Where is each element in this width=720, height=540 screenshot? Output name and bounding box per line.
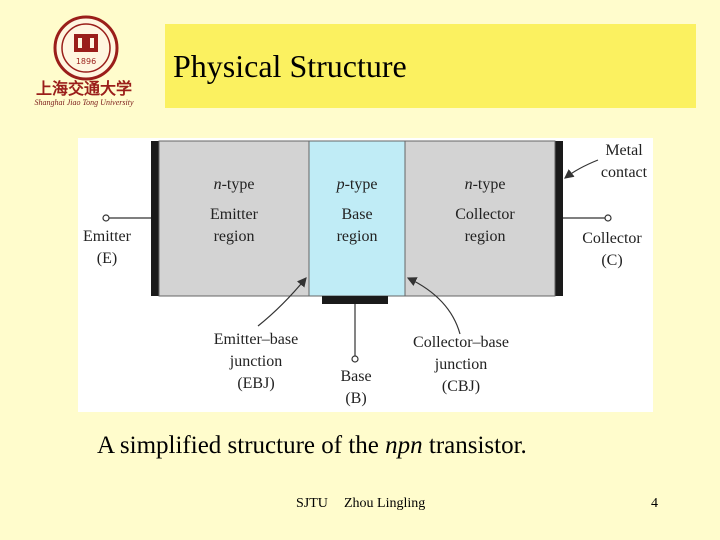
collector-region-block [404,140,556,297]
transistor-diagram: n-type Emitter region p-type Base region… [78,138,653,412]
base-region-label: p-type Base region [336,176,378,245]
page-title: Physical Structure [173,48,407,84]
collector-terminal [604,214,612,222]
ebj-label: Emitter–base junction (EBJ) [213,331,299,392]
collector-terminal-label: Collector (C) [582,230,642,269]
collector-region-label: n-type Collector region [455,176,515,245]
cbj-label: Collector–base junction (CBJ) [413,334,509,395]
svg-text:1896: 1896 [76,57,96,66]
page-number: 4 [651,496,658,511]
logo-caption: Shanghai Jiao Tong University [34,98,134,107]
base-terminal-label: Base (B) [340,368,372,407]
emitter-region-block [158,140,310,297]
title-bar: Physical Structure [165,24,696,108]
emitter-metal-contact [151,141,159,296]
emitter-terminal-label: Emitter (E) [83,228,131,267]
base-metal-contact [322,296,388,304]
footer-org: SJTU [296,496,328,511]
university-logo: 1896 上海交通大学 Shanghai Jiao Tong Universit… [14,14,154,120]
footer-author: Zhou Lingling [344,496,426,511]
svg-text:上海交通大学: 上海交通大学 [36,79,132,98]
university-seal-icon: 1896 上海交通大学 [36,15,132,98]
emitter-terminal [102,214,110,222]
collector-metal-contact [555,141,563,296]
metal-contact-arrow [564,159,599,179]
base-terminal [351,355,359,363]
ebj-arrow [257,277,307,327]
diagram-graphics [102,140,612,363]
figure-caption: A simplified structure of the npn transi… [97,432,527,459]
emitter-region-label: n-type Emitter region [210,176,258,245]
metal-contact-label: Metal contact [600,142,648,181]
cbj-arrow [406,277,461,335]
